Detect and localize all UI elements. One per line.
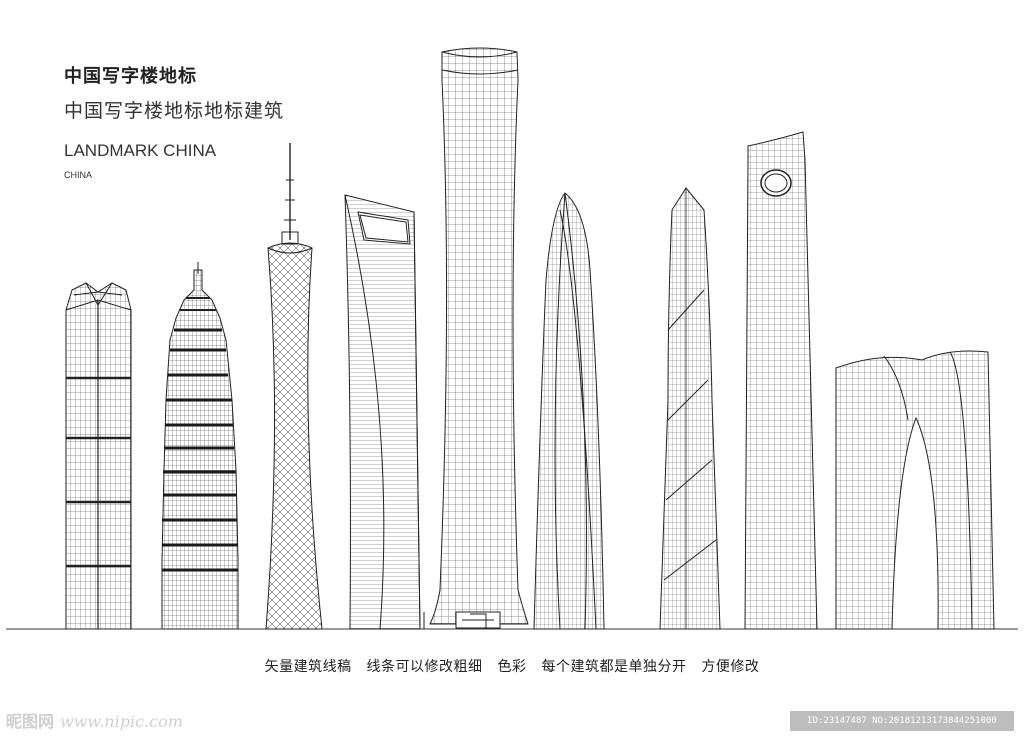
- watermark-logo: 昵图网 www.nipic.com: [6, 708, 183, 732]
- building-tower-5: [429, 47, 529, 629]
- title-block: 中国写字楼地标 中国写字楼地标地标建筑 LANDMARK CHINA CHINA: [64, 62, 284, 180]
- main-title: 中国写字楼地标: [64, 66, 197, 87]
- caption-part-3: 色彩: [497, 659, 527, 675]
- building-tower-4: [344, 194, 425, 630]
- subtitle: 中国写字楼地标地标建筑: [64, 100, 285, 122]
- building-tower-2: [161, 262, 239, 630]
- caption: 矢量建筑线稿 线条可以修改粗细 色彩 每个建筑都是单独分开 方便修改: [0, 656, 1024, 676]
- watermark-id: ID:23147487 NO:20181213173844251000: [790, 711, 1014, 731]
- caption-part-5: 方便修改: [701, 659, 760, 675]
- watermark-logo-text: 昵图网: [6, 712, 55, 731]
- caption-part-1: 矢量建筑线稿: [264, 659, 352, 675]
- building-tower-7: [659, 187, 721, 630]
- watermark-url: www.nipic.com: [60, 712, 183, 731]
- building-tower-3: [265, 143, 323, 630]
- building-tower-1: [65, 282, 132, 630]
- english-title: LANDMARK CHINA: [64, 141, 217, 160]
- building-tower-8: [744, 131, 818, 630]
- small-label: CHINA: [64, 170, 93, 180]
- building-tower-6: [533, 192, 605, 630]
- building-tower-9: [835, 350, 995, 630]
- caption-part-2: 线条可以修改粗细: [366, 659, 483, 675]
- caption-part-4: 每个建筑都是单独分开: [541, 659, 687, 675]
